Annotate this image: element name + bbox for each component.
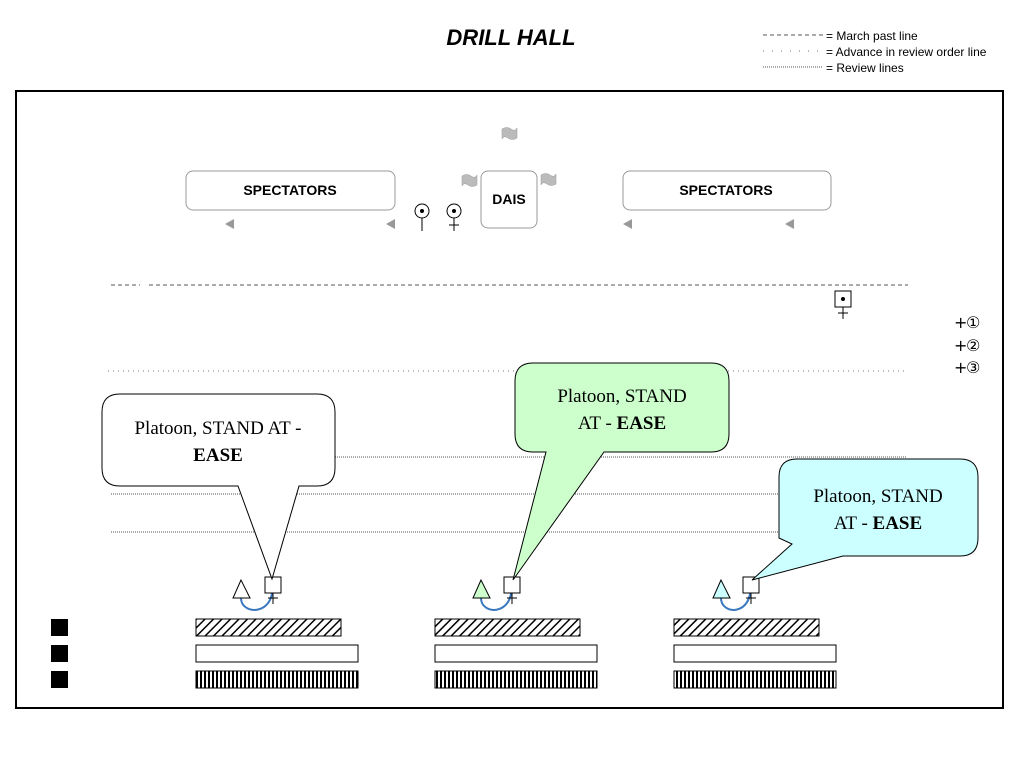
marker-triangle-icon — [785, 219, 794, 229]
callout-text-line2: EASE — [193, 445, 243, 466]
platoon-3 — [673, 618, 837, 689]
command-callout-2: Platoon, STAND AT - EASE — [512, 362, 730, 581]
rank-marker-plus: + — [954, 358, 967, 377]
marker-triangle-icon — [623, 219, 632, 229]
callout-text-bold: EASE — [617, 413, 667, 434]
platoon-1 — [195, 618, 359, 689]
rank-marker-plus: + — [954, 336, 967, 355]
parade-commander-icon — [834, 290, 852, 319]
rank-marker-number: ① — [966, 313, 980, 332]
platoon-commander-3 — [712, 576, 760, 611]
callout-text-line2: AT - EASE — [834, 513, 922, 534]
rear-rank — [673, 670, 837, 689]
callout-text-bold: EASE — [193, 445, 243, 466]
front-rank — [434, 618, 581, 637]
legend-review-label: = Review lines — [826, 61, 904, 75]
callout-text-plain: AT - — [834, 513, 873, 534]
spectators-box-left — [185, 170, 396, 211]
command-callout-1: Platoon, STAND AT - EASE — [101, 393, 336, 581]
marker-triangle-icon — [225, 219, 234, 229]
rank-key-square — [51, 671, 68, 688]
rank-marker-1: + ① — [954, 313, 980, 332]
rank-marker-number: ② — [966, 336, 980, 355]
drill-hall-frame — [15, 90, 1004, 709]
rank-marker-plus: + — [954, 313, 967, 332]
accompanying-officer-icon — [446, 203, 462, 231]
callout-text-bold: EASE — [873, 513, 923, 534]
page-title: DRILL HALL — [446, 25, 575, 50]
spectators-box-right — [622, 170, 832, 211]
flag-icon — [540, 173, 557, 186]
rank-key-square — [51, 619, 68, 636]
flag-icon — [461, 174, 478, 187]
callout-text-line1: Platoon, STAND — [557, 386, 686, 407]
platoon-2 — [434, 618, 598, 689]
arrow-head-icon — [472, 578, 491, 599]
marker-triangle-icon — [386, 219, 395, 229]
legend: = March past line = Advance in review or… — [763, 29, 987, 75]
rear-rank — [195, 670, 359, 689]
dais-box — [480, 170, 538, 229]
callout-text-plain: AT - — [578, 413, 617, 434]
centre-rank — [195, 644, 359, 663]
flag-icon — [501, 127, 518, 140]
callout-text-line1: Platoon, STAND — [813, 486, 942, 507]
legend-march-past-label: = March past line — [826, 29, 918, 43]
legend-advance-label: = Advance in review order line — [826, 45, 987, 59]
rank-key-square — [51, 645, 68, 662]
reviewing-officer-icon — [414, 203, 430, 231]
centre-rank — [434, 644, 598, 663]
command-callout-3: Platoon, STAND AT - EASE — [751, 458, 979, 581]
dais-label: DAIS — [492, 191, 525, 207]
arrow-head-icon — [712, 578, 731, 599]
spectators-label-left: SPECTATORS — [243, 182, 336, 198]
callout-text-line2: AT - EASE — [578, 413, 666, 434]
rear-rank — [434, 670, 598, 689]
rank-marker-3: + ③ — [954, 358, 980, 377]
centre-rank — [673, 644, 837, 663]
spectators-label-right: SPECTATORS — [679, 182, 772, 198]
platoon-commander-1 — [232, 576, 282, 611]
rank-marker-2: + ② — [954, 336, 980, 355]
front-rank — [673, 618, 820, 637]
front-rank — [195, 618, 342, 637]
rank-marker-number: ③ — [966, 358, 980, 377]
callout-text-line1: Platoon, STAND AT - — [134, 418, 301, 439]
platoon-commander-2 — [472, 576, 521, 611]
arrow-head-icon — [232, 578, 251, 599]
